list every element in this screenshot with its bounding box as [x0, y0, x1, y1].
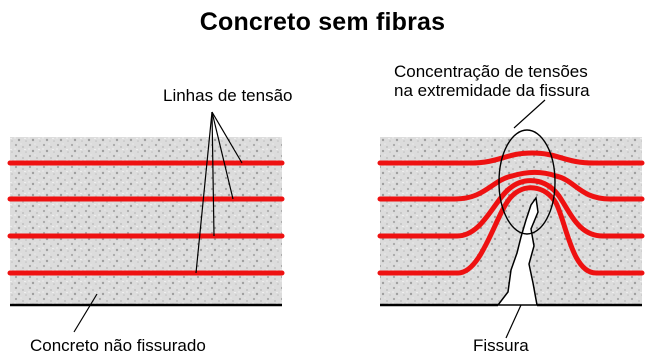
bent-line-3 [377, 178, 645, 239]
right-stress-lines [377, 150, 645, 276]
stress-concentration-leader [513, 99, 546, 129]
stress-concentration-ellipse [498, 129, 556, 235]
cracked-concrete-block [377, 99, 645, 339]
crack-shape [496, 196, 539, 306]
uncracked-leader [73, 293, 98, 333]
stress-lines-label: Linhas de tensão [163, 86, 293, 105]
stress-concentration-label-line1: Concentração de tensões [394, 62, 588, 81]
crack-leader [505, 304, 522, 339]
uncracked-concrete-label: Concreto não fissurado [30, 336, 206, 355]
diagram-title: Concreto sem fibras [199, 8, 446, 36]
stress-concentration-label-line2: na extremidade da fissura [394, 81, 590, 100]
uncracked-concrete-block [7, 111, 285, 333]
bent-line-1 [377, 150, 645, 166]
stress-lines-leaders [195, 111, 243, 274]
crack-label: Fissura [473, 336, 529, 355]
bent-line-2 [377, 169, 645, 202]
left-stress-lines [7, 160, 285, 276]
bent-line-4 [377, 185, 645, 276]
